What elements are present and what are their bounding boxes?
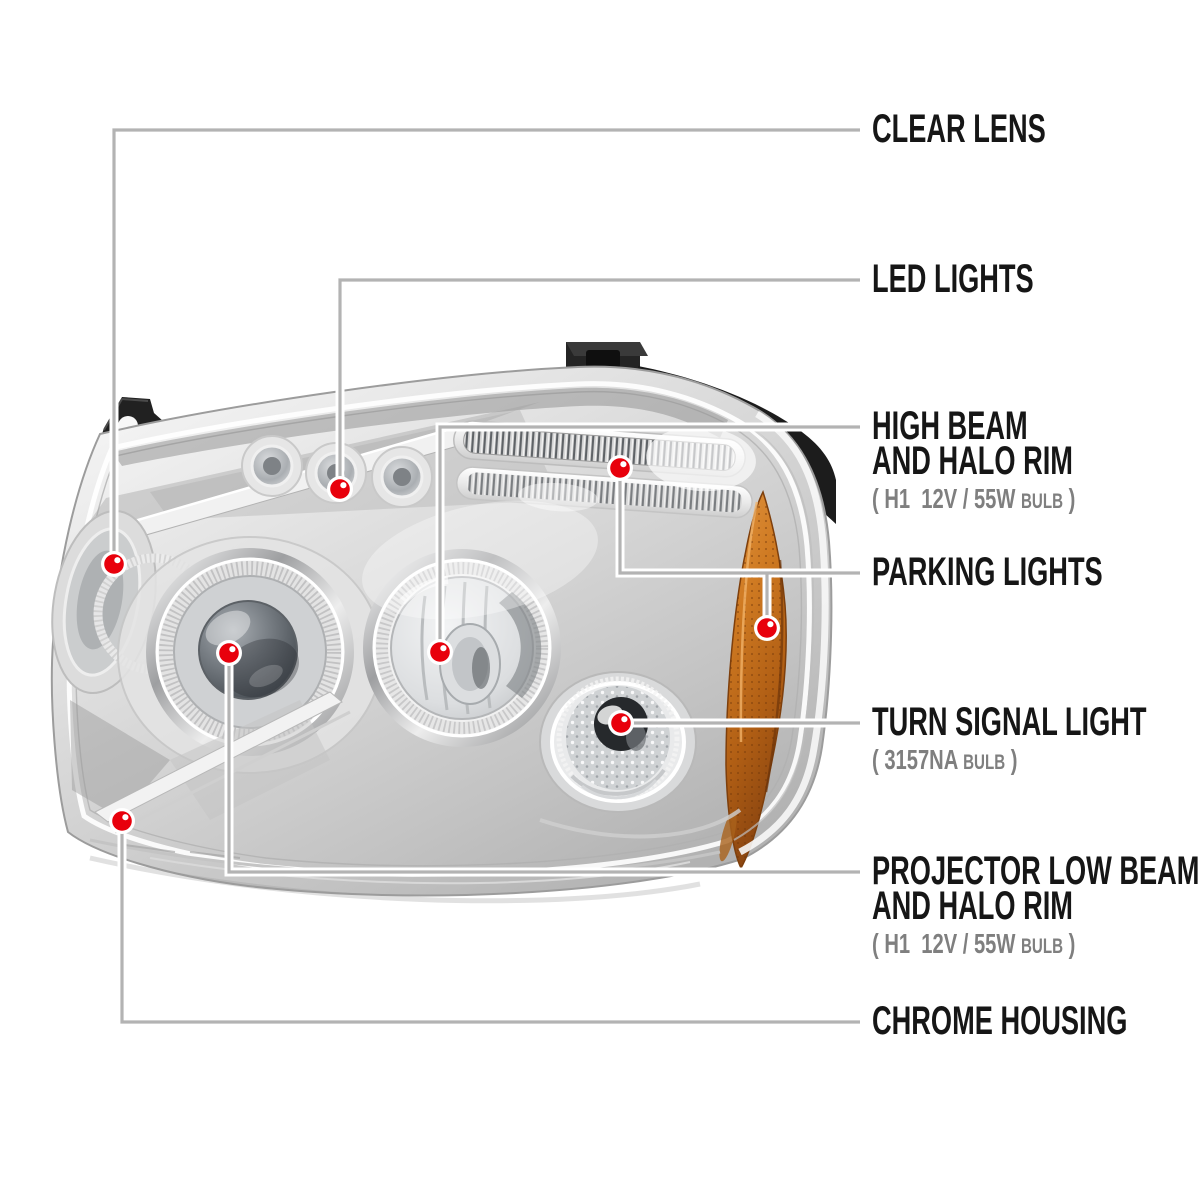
- label-line: CHROME HOUSING: [872, 999, 1128, 1043]
- bulb-spec-prefix: ( 3157NA: [872, 744, 964, 775]
- callout-label-chrome-housing: CHROME HOUSING: [872, 999, 1200, 1043]
- label-line: PROJECTOR LOW BEAM: [872, 849, 1200, 893]
- label-line: AND HALO RIM: [872, 439, 1073, 483]
- bulb-spec-word: BULB: [1021, 935, 1064, 958]
- callout-dots: [101, 455, 780, 834]
- label-line: PARKING LIGHTS: [872, 550, 1103, 594]
- high-beam-lamp: [363, 549, 561, 747]
- callout-dot-led-lights: [327, 476, 353, 502]
- callout-label-projector-low-beam: PROJECTOR LOW BEAM AND HALO RIM ( H1 12V…: [872, 849, 1200, 962]
- leader-line-clear-lens: [112, 128, 860, 564]
- label-line: HIGH BEAM: [872, 404, 1028, 448]
- bulb-spec-suffix: ): [1005, 744, 1018, 775]
- leader-line-high-beam: [438, 425, 860, 652]
- callout-dot-parking-strip: [607, 455, 633, 481]
- lower-housing-detail: [70, 691, 742, 904]
- bulb-spec-prefix: ( H1 12V / 55W: [872, 928, 1022, 959]
- bulb-spec-prefix: ( H1 12V / 55W: [872, 483, 1022, 514]
- callout-dot-chrome-housing: [109, 808, 135, 834]
- callout-dot-high-beam: [427, 639, 453, 665]
- leader-lines: [109, 125, 860, 1027]
- right-lens-wrap: [362, 410, 829, 856]
- callout-label-turn-signal: TURN SIGNAL LIGHT ( 3157NA BULB ): [872, 700, 1200, 778]
- callout-dot-clear-lens: [101, 551, 127, 577]
- callout-label-clear-lens: CLEAR LENS: [872, 107, 1128, 151]
- callout-label-high-beam: HIGH BEAM AND HALO RIM ( H1 12V / 55W BU…: [872, 404, 1168, 517]
- callout-dot-parking-amber: [754, 615, 780, 641]
- label-line: LED LIGHTS: [872, 257, 1034, 301]
- bulb-spec-suffix: ): [1063, 928, 1076, 959]
- callout-label-led-lights: LED LIGHTS: [872, 257, 1110, 301]
- led-strip: [453, 420, 756, 519]
- label-line: AND HALO RIM: [872, 884, 1073, 928]
- bulb-spec-suffix: ): [1063, 483, 1076, 514]
- bulb-spec: ( H1 12V / 55W BULB ): [872, 484, 1085, 517]
- callout-dot-turn-signal: [608, 710, 634, 736]
- callout-dot-projector-low-beam: [216, 640, 242, 666]
- leader-line-chrome-housing: [120, 821, 860, 1024]
- leader-line-led-lights: [338, 278, 860, 489]
- callout-label-parking-lights: PARKING LIGHTS: [872, 550, 1200, 594]
- label-line: TURN SIGNAL LIGHT: [872, 700, 1147, 744]
- bulb-spec-word: BULB: [963, 751, 1006, 774]
- bulb-spec-word: BULB: [1021, 490, 1064, 513]
- leader-line-projector-low-beam: [227, 653, 860, 874]
- bulb-spec: ( H1 12V / 55W BULB ): [872, 929, 1200, 962]
- bulb-spec: ( 3157NA BULB ): [872, 745, 1163, 778]
- leader-line-parking-lights: [618, 468, 860, 575]
- label-line: CLEAR LENS: [872, 107, 1046, 151]
- turn-signal-lamp: [539, 671, 697, 813]
